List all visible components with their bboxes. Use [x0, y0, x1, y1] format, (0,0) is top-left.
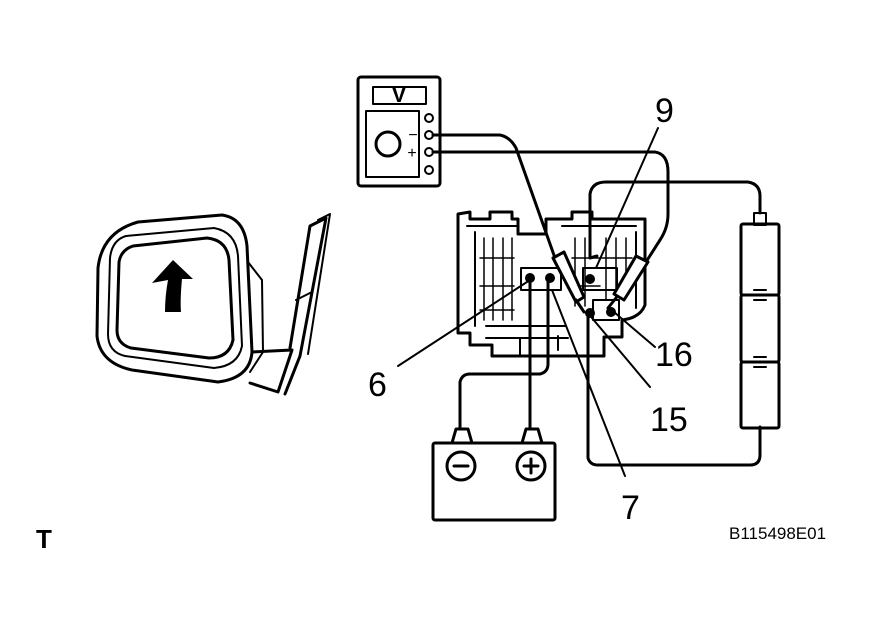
corner-mark: T: [36, 524, 52, 554]
battery-pack: [586, 180, 781, 467]
pin-label-15: 15: [650, 401, 688, 439]
pin-label-16: 16: [655, 336, 693, 374]
pin-label-9: 9: [655, 92, 674, 130]
positive-probe-icon: [606, 254, 650, 310]
meter-positive-lead: [431, 150, 670, 264]
figure-code: B115498E01: [729, 524, 826, 543]
negative-probe-icon: [551, 250, 586, 314]
battery-12v: [431, 427, 557, 522]
arrow-up-icon: [152, 260, 193, 312]
meter-plus-label: +: [407, 145, 416, 162]
voltmeter-label: V: [392, 82, 407, 107]
outer-mirror-icon: [95, 213, 331, 396]
pin-label-6: 6: [368, 366, 387, 404]
connector: [456, 210, 647, 358]
voltmeter: [356, 75, 442, 188]
meter-negative-lead: [431, 133, 557, 260]
battery-negative-wire: [458, 276, 550, 431]
pin-9: [585, 274, 595, 284]
meter-minus-label: −: [408, 127, 417, 144]
pin-label-7: 7: [621, 489, 640, 527]
battery-minus-label: −: [455, 456, 467, 478]
battery-plus-label: +: [525, 456, 537, 478]
